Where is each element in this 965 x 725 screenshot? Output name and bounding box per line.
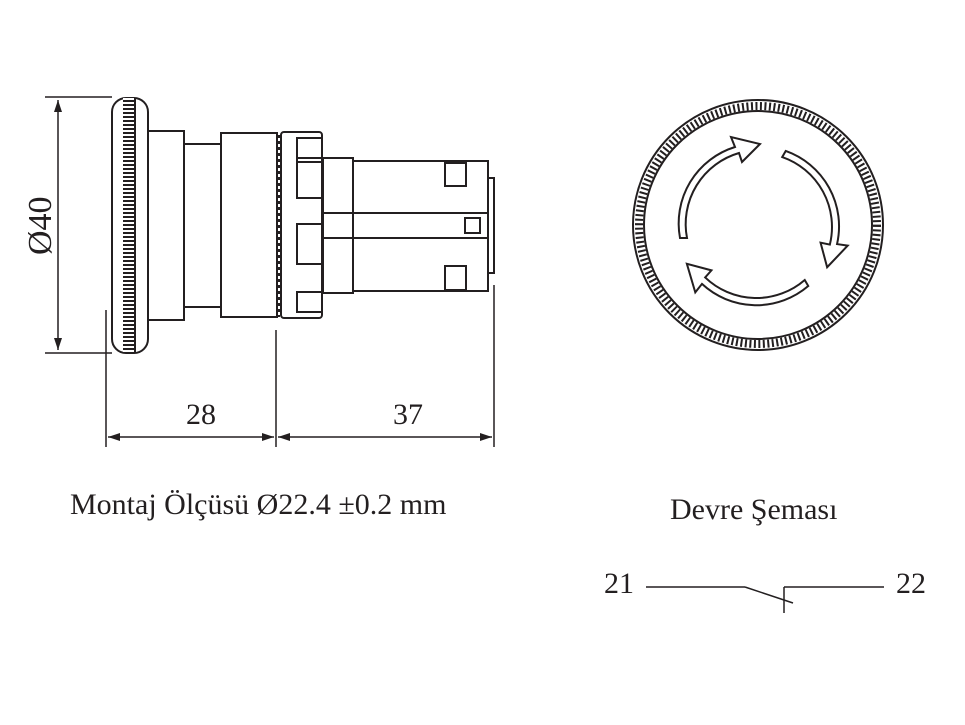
front-view [632,99,884,351]
diameter-label: Ø40 [22,196,59,255]
side-view [45,96,495,447]
depth-rear-label: 37 [393,398,423,431]
terminal-right-label: 22 [896,567,926,600]
mounting-label: Montaj Ölçüsü Ø22.4 ±0.2 mm [70,488,447,521]
terminal-left-label: 21 [604,567,634,600]
circuit-title: Devre Şeması [670,493,838,526]
depth-front-label: 28 [186,398,216,431]
circuit-symbol [646,586,884,613]
